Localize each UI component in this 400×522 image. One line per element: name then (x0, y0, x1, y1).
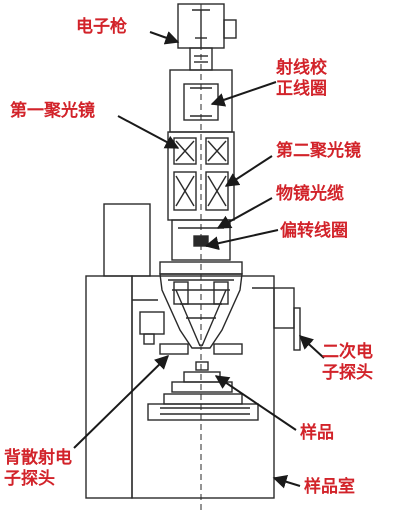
label-ray-correction-coil-line-1: 射线校 (276, 58, 327, 78)
electron-gun-body (177, 3, 237, 71)
arrow-sample (214, 375, 297, 431)
label-backscattered-electron-detector-line-1: 背散射电 (4, 448, 72, 468)
label-first-condenser-lens: 第一聚光镜 (10, 101, 95, 121)
arrow-first-condenser-lens (117, 115, 180, 149)
label-sample-chamber: 样品室 (304, 477, 355, 497)
arrow-objective-lens-aperture (216, 197, 273, 229)
label-second-condenser-lens: 第二聚光镜 (276, 141, 361, 161)
label-backscattered-electron-detector: 背散射电 子探头 (4, 448, 72, 490)
arrow-secondary-electron-detector (298, 335, 325, 359)
arrow-ray-correction-coil (210, 81, 277, 107)
label-secondary-electron-detector-line-2: 子探头 (322, 363, 373, 383)
arrow-electron-gun (149, 31, 180, 45)
backscatter-detector-body (159, 343, 243, 355)
arrow-deflection-coil (204, 229, 279, 251)
label-backscattered-electron-detector-line-2: 子探头 (4, 469, 55, 489)
label-secondary-electron-detector-line-1: 二次电 (322, 342, 373, 362)
sem-drawing (85, 3, 301, 510)
label-secondary-electron-detector: 二次电 子探头 (322, 342, 373, 384)
arrow-sample-chamber (272, 475, 301, 489)
label-objective-lens-aperture: 物镜光缆 (276, 184, 344, 204)
label-ray-correction-coil-line-2: 正线圈 (276, 79, 327, 99)
sample-stage-body (147, 361, 259, 421)
arrow-backscattered-electron-detector (73, 355, 170, 449)
label-sample: 样品 (300, 423, 334, 443)
pointer-arrows (73, 31, 325, 489)
sample-chamber-body (85, 203, 301, 499)
arrow-second-condenser-lens (224, 155, 273, 187)
second-condenser-lens-body (173, 171, 229, 211)
label-electron-gun: 电子枪 (76, 17, 127, 37)
label-deflection-coil: 偏转线圈 (280, 221, 348, 241)
label-ray-correction-coil: 射线校 正线圈 (276, 58, 327, 100)
